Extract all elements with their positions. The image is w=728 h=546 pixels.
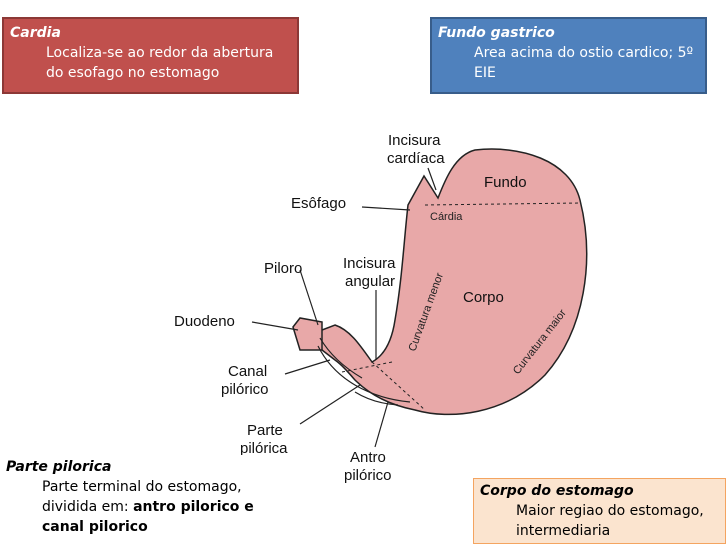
corpo-title: Corpo do estomago [480,483,634,499]
label-antro-2: pilórico [344,467,392,484]
parte-line-2-bold: antro pilorico e [133,499,254,515]
leader-canal [284,359,331,375]
parte-line-3-bold: canal pilorico [42,519,148,535]
label-antro-1: Antro [350,449,386,466]
leader-piloro [299,269,319,326]
parte-line-2: dividida em: antro pilorico e [6,497,296,517]
label-incisura-cardiaca-1: Incisura [388,132,441,149]
parte-title: Parte pilorica [6,459,112,475]
label-cardia: Cárdia [430,211,463,223]
fundo-divider [424,202,581,206]
label-canal-pilorico-2: pilórico [221,381,269,398]
label-fundo: Fundo [484,174,527,191]
cardia-line-1: Localiza-se ao redor da abertura [46,45,274,61]
fundo-line-1: Area acima do ostio cardico; 5º [474,45,694,61]
label-esofago: Esôfago [291,195,346,212]
corpo-line-1: Maior regiao do estomago, [516,503,704,519]
arrow-canal [319,337,363,379]
label-corpo: Corpo [463,289,504,306]
parte-line-1: Parte terminal do estomago, [42,479,242,495]
leader-incisura-cardiaca [427,167,437,191]
arrow-parte [317,345,411,403]
cardia-box: Cardia Localiza-se ao redor da abertura … [2,17,299,94]
leader-duodeno [251,321,299,331]
label-duodeno: Duodeno [174,313,235,330]
cardia-title: Cardia [10,25,61,41]
cardia-line-2: do esofago no estomago [46,65,220,81]
label-parte-pilorica-2: pilórica [240,440,288,457]
leader-antro [374,401,389,448]
fundo-line-2: EIE [474,65,496,81]
arrow-antro [354,391,399,406]
corpo-line-2: intermediaria [516,523,611,539]
label-incisura-cardiaca-2: cardíaca [387,150,445,167]
parte-line-3: canal pilorico [6,517,296,537]
leader-esofago [361,206,411,211]
corpo-box: Corpo do estomago Maior regiao do estoma… [473,478,726,544]
label-incisura-angular-1: Incisura [343,255,396,272]
label-canal-pilorico-1: Canal [228,363,267,380]
label-parte-pilorica-1: Parte [247,422,283,439]
fundo-box: Fundo gastrico Area acima do ostio cardi… [430,17,707,94]
parte-pilorica-box: Parte pilorica Parte terminal do estomag… [2,455,300,544]
parte-line-2-prefix: dividida em: [42,499,134,515]
fundo-title: Fundo gastrico [438,25,555,41]
stomach-shape [318,148,588,416]
leader-parte [299,384,361,425]
label-piloro: Piloro [264,260,302,277]
label-incisura-angular-2: angular [345,273,395,290]
duodenum-shape [292,317,323,351]
